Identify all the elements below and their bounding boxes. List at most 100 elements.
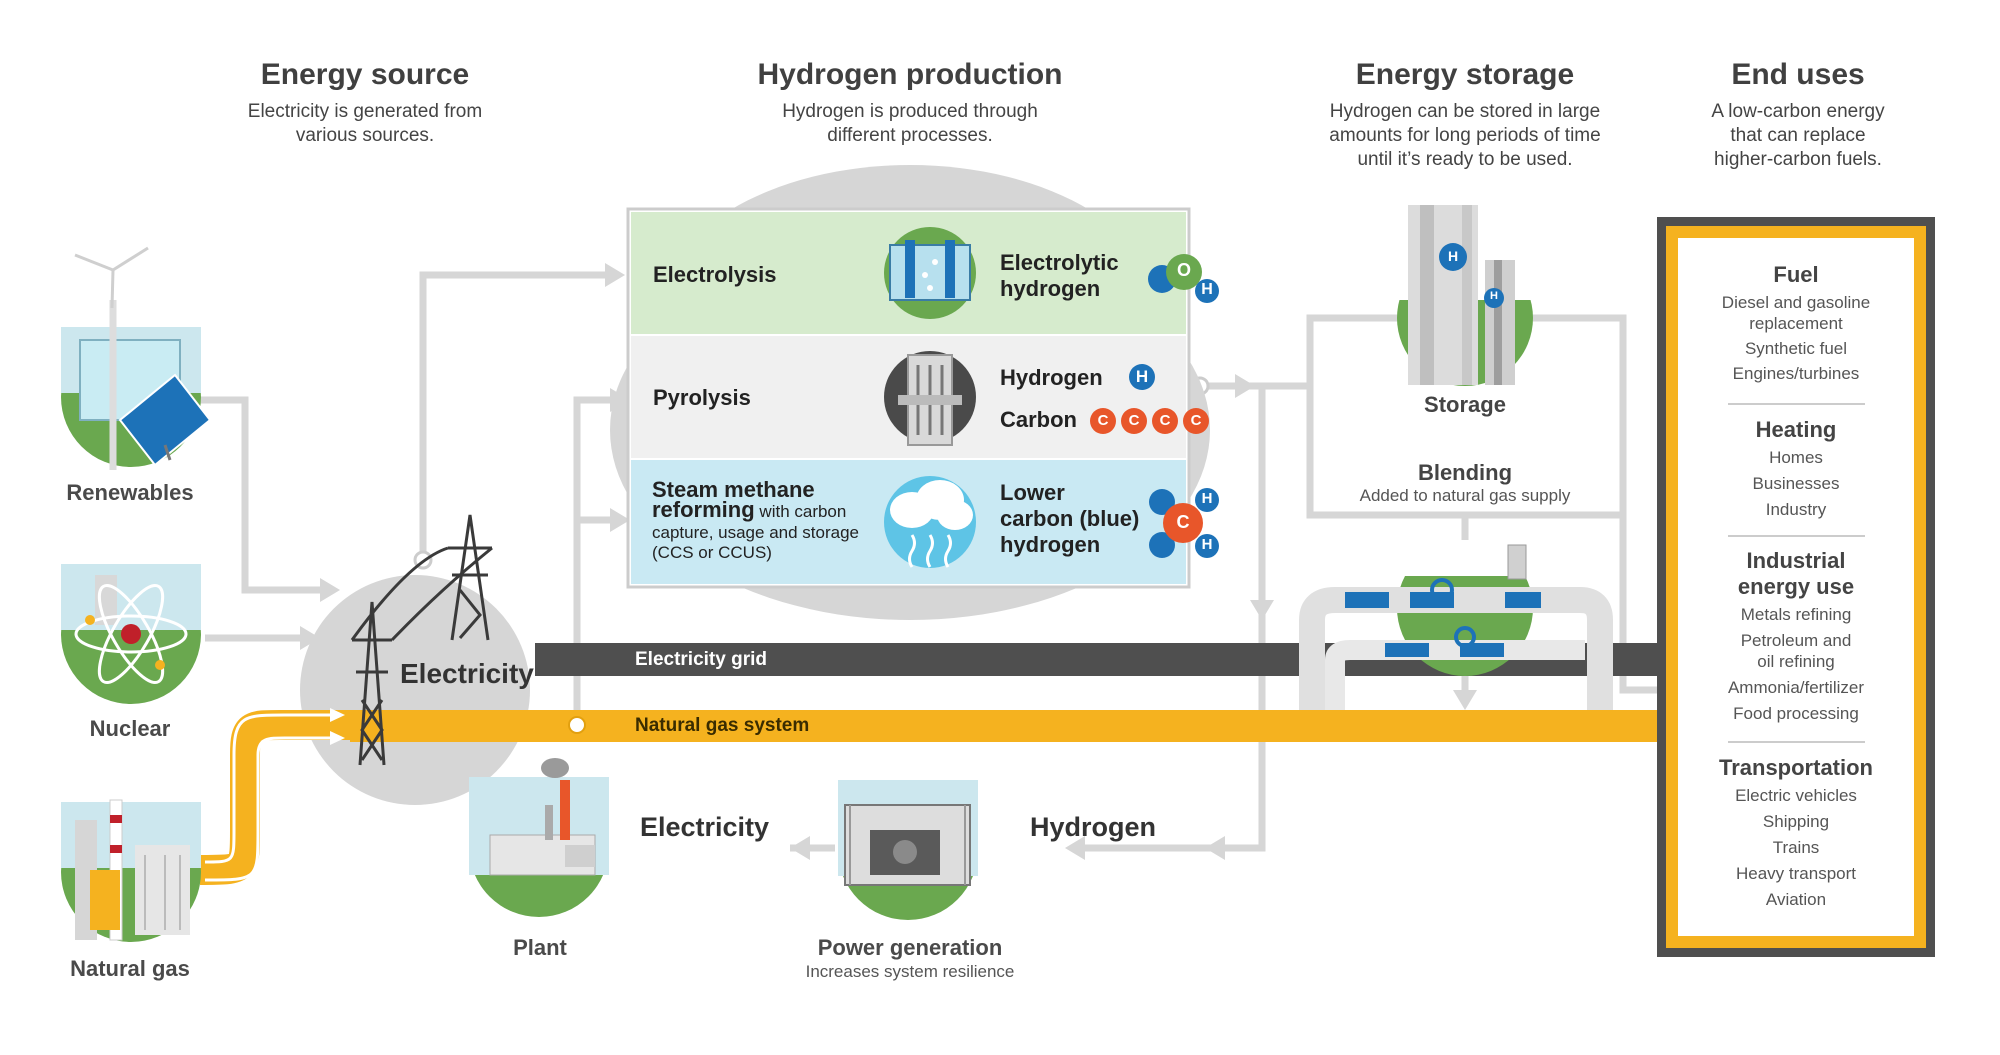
- methane-molecule-icon: [1149, 488, 1219, 558]
- transportation-item: Electric vehicles: [1735, 786, 1857, 805]
- power-generation-label: Power generation: [817, 935, 1003, 960]
- smr-name-line2: reforming: [652, 497, 755, 522]
- flow-arrowheads: [300, 263, 1477, 860]
- h2-letter: H: [1447, 248, 1459, 264]
- end-uses-desc-line2: that can replace: [1730, 125, 1866, 146]
- transportation-item: Shipping: [1762, 812, 1830, 831]
- hydrogen-letter: H: [1135, 367, 1149, 386]
- end-uses-dividers: [1728, 403, 1865, 743]
- carbon-letter: C: [1128, 412, 1140, 429]
- carbon-letter: C: [1097, 412, 1109, 429]
- electricity-hub-circle: [300, 575, 530, 805]
- smr-name-line2-suffix: with carbon: [754, 502, 847, 521]
- end-uses-title: End uses: [1731, 58, 1865, 91]
- energy-storage-desc-line1: Hydrogen can be stored in large: [1329, 101, 1601, 122]
- heating-item: Businesses: [1752, 474, 1840, 493]
- transportation-item: Trains: [1772, 838, 1820, 857]
- transportation-title: Transportation: [1718, 755, 1873, 780]
- industrial-item: oil refining: [1757, 652, 1835, 671]
- transmission-tower-icon: [350, 514, 493, 766]
- natural-gas-bar: [350, 710, 1670, 742]
- electricity-grid-label: Electricity grid: [635, 649, 767, 670]
- carbon-atoms-icon: [1090, 408, 1209, 434]
- power-generation-icon: [838, 780, 978, 920]
- blue-hydrogen-label-line2: carbon (blue): [1000, 506, 1140, 531]
- energy-source-desc-line1: Electricity is generated from: [247, 101, 483, 122]
- carbon-letter: C: [1176, 512, 1190, 532]
- storage-tank-icon: [1397, 205, 1533, 386]
- fuel-item: Synthetic fuel: [1744, 339, 1848, 358]
- pyrolysis-carbon-label: Carbon: [1000, 407, 1077, 432]
- energy-storage-title: Energy storage: [1355, 58, 1575, 91]
- nuclear-icon: [61, 564, 201, 704]
- oxygen-letter: O: [1176, 260, 1191, 280]
- gas-junction-dot: [568, 716, 586, 734]
- heating-title: Heating: [1755, 417, 1837, 442]
- industrial-title-line1: Industrial: [1746, 548, 1846, 573]
- fuel-item: Engines/turbines: [1732, 364, 1860, 383]
- end-uses-desc-line3: higher-carbon fuels.: [1714, 149, 1882, 170]
- blending-desc: Added to natural gas supply: [1359, 486, 1571, 505]
- gas-arrowhead: [330, 708, 345, 722]
- fuel-title: Fuel: [1773, 262, 1819, 287]
- industrial-item: Ammonia/fertilizer: [1727, 678, 1865, 697]
- electrolytic-hydrogen-label-line2: hydrogen: [1000, 276, 1101, 301]
- blending-label: Blending: [1417, 460, 1513, 485]
- hydrogen-production-desc-line1: Hydrogen is produced through: [782, 101, 1038, 122]
- energy-source-desc-line2: various sources.: [295, 125, 435, 146]
- end-use-fuel: Fuel Diesel and gasoline replacement Syn…: [1678, 262, 1914, 384]
- end-uses-desc-line1: A low-carbon energy: [1711, 101, 1885, 122]
- hydrogen-letter: H: [1201, 281, 1213, 298]
- bottom-electricity-label: Electricity: [640, 812, 770, 842]
- storage-label: Storage: [1424, 392, 1506, 417]
- cloud-icon: [884, 476, 976, 568]
- industrial-item: Food processing: [1733, 704, 1859, 723]
- pyrolysis-hydrogen-label: Hydrogen: [1000, 365, 1103, 390]
- fuel-item: Diesel and gasoline: [1721, 293, 1871, 312]
- pipeline-icon: [1299, 540, 1613, 710]
- plant-icon: [469, 758, 609, 917]
- natural-gas-system-label: Natural gas system: [635, 715, 810, 736]
- blue-hydrogen-label-line1: Lower: [1000, 480, 1065, 505]
- industrial-item: Metals refining: [1740, 605, 1852, 624]
- carbon-letter: C: [1190, 412, 1202, 429]
- electrolytic-hydrogen-label-line1: Electrolytic: [1000, 250, 1119, 275]
- pyrolysis-label: Pyrolysis: [653, 385, 751, 410]
- end-use-industrial: Industrial energy use Metals refining Pe…: [1678, 548, 1914, 724]
- renewables-label: Renewables: [66, 480, 194, 505]
- transportation-item: Heavy transport: [1736, 864, 1856, 883]
- natural-gas-label: Natural gas: [70, 956, 190, 981]
- bottom-hydrogen-label: Hydrogen: [1030, 812, 1157, 842]
- smr-name-line4: (CCS or CCUS): [652, 543, 772, 562]
- industrial-title-line2: energy use: [1737, 574, 1855, 599]
- gas-pipe-highlight: [204, 736, 335, 882]
- blue-hydrogen-label-line3: hydrogen: [1000, 532, 1101, 557]
- energy-source-title: Energy source: [260, 58, 470, 91]
- hydrogen-atom-icon: [1129, 364, 1155, 390]
- carbon-letter: C: [1159, 412, 1171, 429]
- electricity-hub-label: Electricity: [400, 658, 534, 689]
- hydrogen-letter: H: [1201, 490, 1213, 507]
- energy-storage-desc-line2: amounts for long periods of time: [1329, 125, 1601, 146]
- water-molecule-icon: [1148, 254, 1219, 303]
- smr-name-line3: capture, usage and storage: [652, 523, 859, 542]
- hydrogen-letter: H: [1201, 536, 1213, 553]
- hydrogen-production-desc-line2: different processes.: [827, 125, 993, 146]
- fuel-item: replacement: [1749, 314, 1843, 333]
- renewables-icon: [61, 246, 212, 470]
- energy-storage-desc-line3: until it’s ready to be used.: [1357, 149, 1573, 170]
- transportation-item: Aviation: [1765, 890, 1827, 909]
- hydrogen-production-title: Hydrogen production: [757, 58, 1063, 91]
- h2-letter: H: [1490, 290, 1498, 302]
- end-use-transportation: Transportation Electric vehicles Shippin…: [1678, 755, 1914, 910]
- heating-item: Industry: [1765, 500, 1827, 519]
- electrolysis-icon: [884, 227, 976, 319]
- nuclear-label: Nuclear: [89, 716, 171, 741]
- gas-pipe: [199, 710, 360, 885]
- pyrolysis-icon: [884, 351, 976, 446]
- plant-label: Plant: [513, 935, 567, 960]
- industrial-item: Petroleum and: [1740, 631, 1852, 650]
- natural-gas-plant-icon: [61, 799, 201, 942]
- electrolysis-label: Electrolysis: [653, 262, 777, 287]
